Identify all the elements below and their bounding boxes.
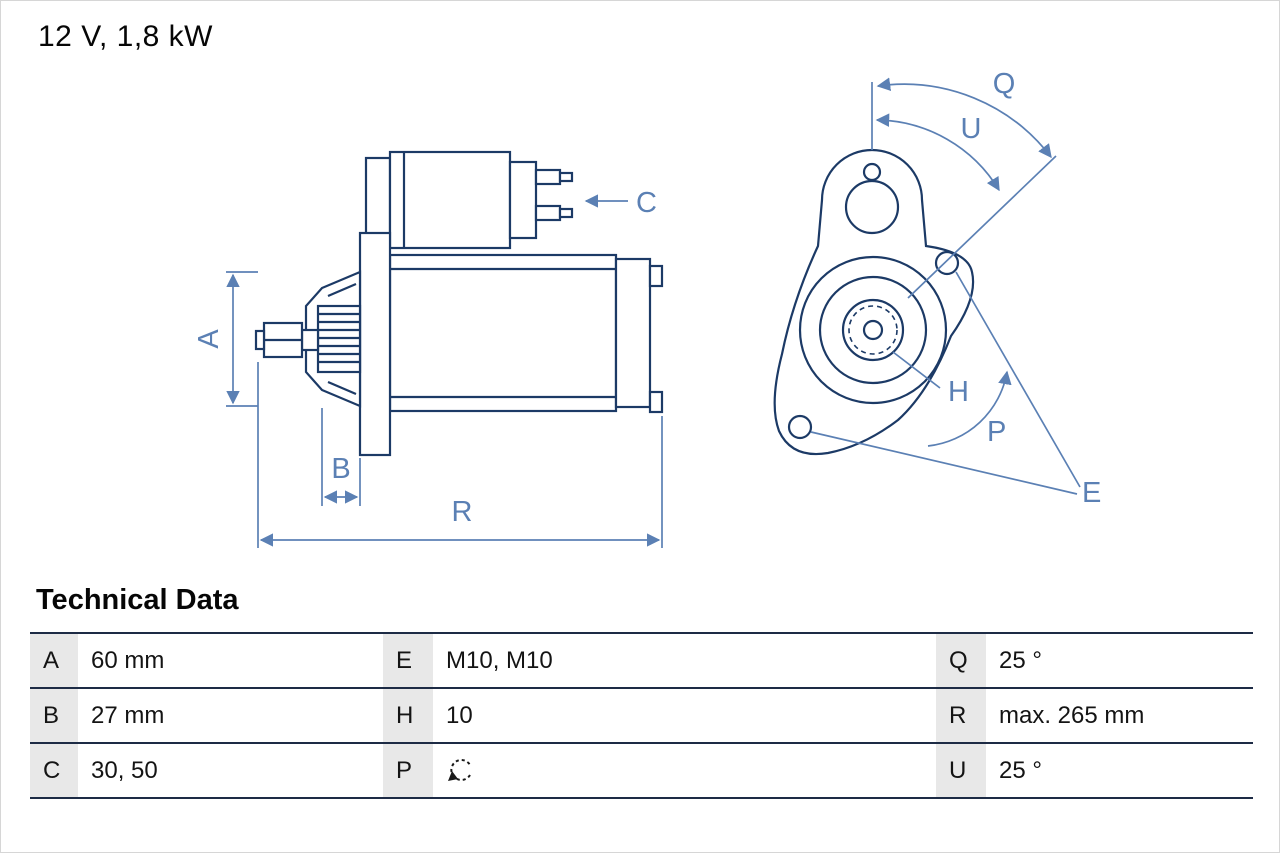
param-key: U <box>936 742 986 799</box>
dimension-u <box>875 113 1000 192</box>
table-row: B 27 mm H 10 R max. 265 mm <box>30 687 1253 743</box>
param-value: 25 ° <box>986 742 1253 799</box>
dim-label-e: E <box>1082 477 1101 509</box>
rotation-direction-icon <box>448 758 471 781</box>
dim-label-h: H <box>948 376 969 408</box>
param-value: 25 ° <box>986 632 1253 688</box>
technical-data-table: A 60 mm E M10, M10 Q 25 ° B 27 mm H 10 R… <box>30 632 1253 799</box>
spec-title: 12 V, 1,8 kW <box>38 20 213 53</box>
param-value: 60 mm <box>78 632 383 688</box>
motor-body <box>388 253 664 414</box>
param-value: 30, 50 <box>78 742 383 799</box>
front-view <box>773 148 975 456</box>
param-value: 10 <box>433 687 936 743</box>
dimension-q <box>871 77 1052 159</box>
dimension-r <box>257 362 663 548</box>
solenoid <box>364 150 574 250</box>
param-key: Q <box>936 632 986 688</box>
dim-label-a: A <box>193 329 225 349</box>
technical-drawing: A B R C Q U H P E <box>193 68 1101 548</box>
dim-label-u: U <box>961 113 982 145</box>
dimension-h <box>892 351 941 389</box>
param-key: B <box>30 687 78 743</box>
front-bearing-circles <box>798 255 948 405</box>
table-row: C 30, 50 P U 25 ° <box>30 742 1253 799</box>
angle-reference-line <box>907 155 1057 299</box>
mounting-flange <box>358 231 392 457</box>
param-key: H <box>383 687 433 743</box>
dimension-a <box>226 271 258 407</box>
dimension-lines <box>226 77 1081 548</box>
dim-label-p: P <box>987 416 1006 448</box>
dim-label-c: C <box>636 187 657 219</box>
side-view <box>254 150 664 457</box>
dimension-p <box>927 370 1012 447</box>
table-heading: Technical Data <box>36 584 239 616</box>
pinion-gear <box>316 304 362 374</box>
dim-label-r: R <box>452 496 473 528</box>
dim-label-q: Q <box>993 68 1016 100</box>
param-value <box>433 742 936 799</box>
param-key: E <box>383 632 433 688</box>
param-value: max. 265 mm <box>986 687 1253 743</box>
drive-end <box>254 270 362 408</box>
table-row: A 60 mm E M10, M10 Q 25 ° <box>30 632 1253 688</box>
param-key: C <box>30 742 78 799</box>
param-key: R <box>936 687 986 743</box>
dimension-b <box>321 408 361 506</box>
param-value: 27 mm <box>78 687 383 743</box>
dim-label-b: B <box>331 453 350 485</box>
param-key: P <box>383 742 433 799</box>
dimension-e <box>810 271 1081 495</box>
param-key: A <box>30 632 78 688</box>
param-value: M10, M10 <box>433 632 936 688</box>
